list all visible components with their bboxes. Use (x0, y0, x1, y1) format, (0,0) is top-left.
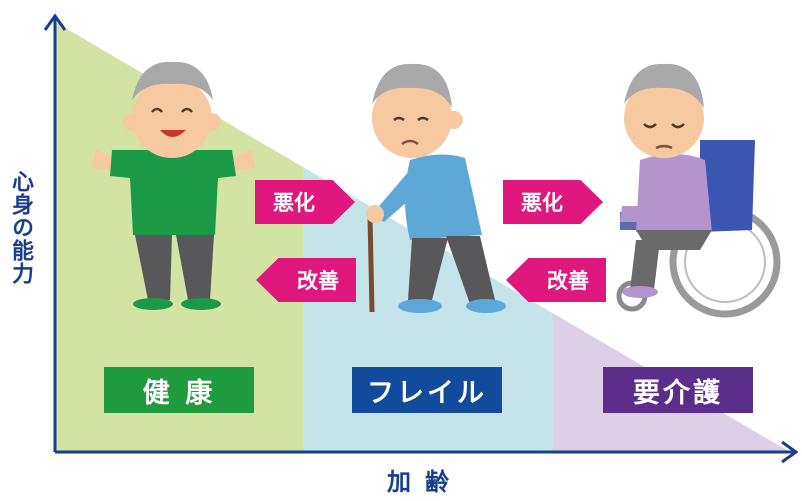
y-axis-label: 心身の能力 (8, 170, 33, 285)
frail-elder-figure (366, 63, 506, 313)
worsen-arrow-1-label: 悪化 (273, 191, 315, 215)
x-axis-arrowhead (781, 440, 799, 464)
stage-care-box: 要介護 (603, 367, 753, 413)
worsen-arrow-2: 悪化 (503, 180, 603, 224)
improve-arrow-1-label: 改善 (297, 269, 339, 293)
x-axis-label: 加齢 (387, 468, 463, 496)
worsen-arrow-2-label: 悪化 (521, 191, 563, 215)
y-axis-arrowhead (43, 13, 67, 31)
improve-arrow-1: 改善 (256, 258, 356, 302)
healthy-elder-figure (92, 61, 256, 310)
stage-healthy-box: 健 康 (104, 367, 254, 413)
stage-frailty-box: フレイル (352, 367, 502, 413)
improve-arrow-2-label: 改善 (547, 269, 589, 293)
worsen-arrow-1: 悪化 (255, 180, 355, 224)
improve-arrow-2: 改善 (506, 258, 606, 302)
wheelchair-elder-figure (616, 63, 781, 318)
